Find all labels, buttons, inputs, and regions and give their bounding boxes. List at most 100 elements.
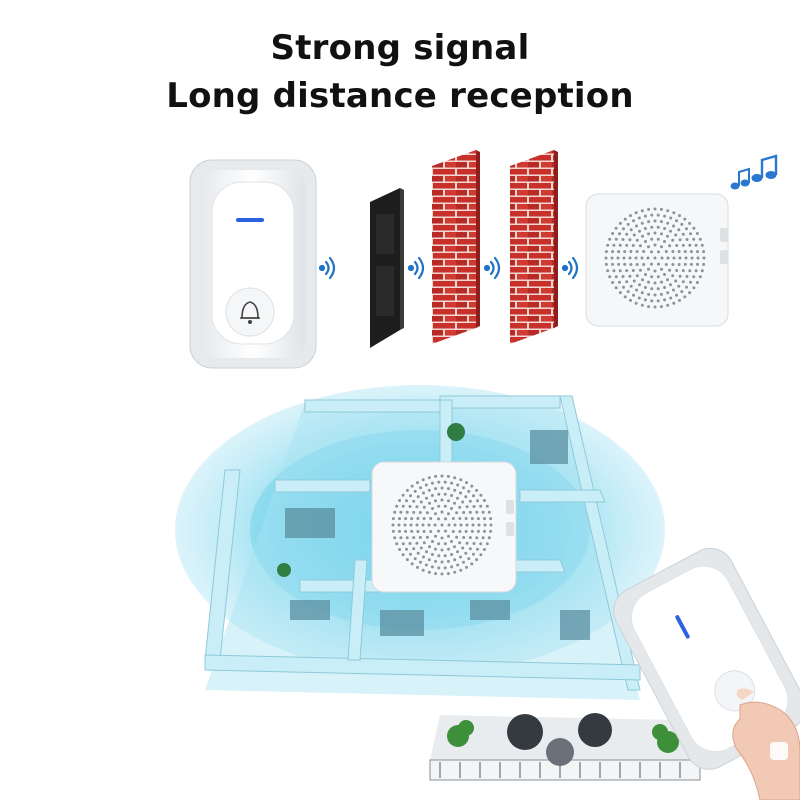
speaker-hole xyxy=(685,227,688,231)
speaker-hole xyxy=(437,504,441,508)
speaker-hole xyxy=(650,299,654,303)
speaker-hole xyxy=(462,511,466,514)
speaker-hole xyxy=(642,263,646,266)
speaker-hole xyxy=(410,517,414,521)
speaker-hole xyxy=(611,250,614,254)
speaker-hole xyxy=(422,505,426,509)
speaker-hole xyxy=(678,238,682,242)
speaker-hole xyxy=(669,296,673,300)
speaker-hole xyxy=(430,481,434,485)
speaker-hole xyxy=(399,510,403,514)
speaker-hole xyxy=(629,284,633,288)
speaker-hole xyxy=(489,523,493,527)
speaker-hole xyxy=(663,227,667,230)
speaker-hole xyxy=(672,288,675,292)
speaker-hole xyxy=(640,256,644,260)
speaker-hole xyxy=(419,500,423,504)
speaker-hole xyxy=(477,523,481,527)
speaker-hole xyxy=(685,275,689,278)
speaker-hole xyxy=(683,295,687,299)
speaker-hole xyxy=(669,216,673,220)
speaker-hole xyxy=(479,493,483,497)
speaker-hole xyxy=(631,244,635,247)
speaker-hole xyxy=(405,558,409,562)
speaker-hole xyxy=(678,298,681,302)
speaker-hole xyxy=(476,517,480,521)
speaker-hole xyxy=(671,263,675,266)
speaker-hole xyxy=(462,486,465,490)
speaker-hole xyxy=(410,562,414,566)
speaker-hole xyxy=(617,262,621,266)
speaker-hole xyxy=(692,275,696,279)
speaker-hole xyxy=(681,269,685,273)
speaker-hole xyxy=(483,517,486,521)
speaker-hole xyxy=(635,274,639,278)
speaker-hole xyxy=(450,540,453,543)
speaker-hole xyxy=(671,250,675,253)
speaker-hole xyxy=(410,529,414,533)
speaker-hole xyxy=(391,529,395,533)
speaker-hole xyxy=(696,262,699,266)
wifi-signal xyxy=(318,256,579,280)
speaker-hole xyxy=(656,275,660,279)
speaker-hole xyxy=(650,287,654,291)
speaker-hole xyxy=(412,547,416,551)
speaker-hole xyxy=(405,488,409,492)
speaker-hole xyxy=(647,280,650,284)
speaker-hole xyxy=(656,237,660,241)
speaker-hole xyxy=(675,244,679,247)
speaker-hole xyxy=(453,523,457,527)
speaker-hole xyxy=(447,534,450,538)
speaker-hole xyxy=(479,553,483,557)
speaker-hole xyxy=(489,529,493,533)
speaker-hole xyxy=(433,523,437,527)
speaker-hole xyxy=(434,572,438,576)
speaker-hole xyxy=(685,285,688,289)
speaker-hole xyxy=(653,256,657,260)
speaker-hole xyxy=(450,553,454,556)
speaker-hole xyxy=(425,496,428,500)
speaker-hole xyxy=(692,286,696,290)
doorbell-receiver xyxy=(371,461,517,593)
speaker-hole xyxy=(678,256,682,260)
balcony xyxy=(429,713,701,781)
speaker-hole xyxy=(447,523,451,527)
speaker-hole xyxy=(413,489,417,493)
doorbell-receiver xyxy=(585,193,729,327)
speaker-hole xyxy=(675,269,679,272)
speaker-hole xyxy=(660,256,664,260)
speaker-hole xyxy=(422,541,426,545)
speaker-hole xyxy=(690,256,694,260)
speaker-hole xyxy=(634,301,638,305)
speaker-hole xyxy=(465,523,469,527)
speaker-hole xyxy=(427,523,431,527)
speaker-hole xyxy=(470,529,474,533)
speaker-hole xyxy=(674,279,678,283)
speaker-hole xyxy=(640,303,644,307)
speaker-hole xyxy=(421,478,425,482)
brick-wall xyxy=(510,150,558,344)
speaker-hole xyxy=(669,229,672,233)
speaker-hole xyxy=(634,211,638,215)
speaker-hole xyxy=(427,570,431,574)
speaker-hole xyxy=(629,298,632,302)
speaker-hole xyxy=(688,269,692,273)
speaker-hole xyxy=(664,263,668,266)
speaker-hole xyxy=(694,269,698,273)
speaker-hole xyxy=(629,263,633,266)
speaker-hole xyxy=(416,530,420,533)
speaker-hole xyxy=(668,268,672,272)
speaker-hole xyxy=(475,536,479,540)
speaker-hole xyxy=(443,492,447,496)
speaker-hole xyxy=(656,299,660,303)
speaker-hole xyxy=(688,291,692,295)
speaker-hole xyxy=(614,286,618,290)
speaker-hole xyxy=(468,510,472,514)
speaker-hole xyxy=(653,269,657,273)
speaker-hole xyxy=(629,228,633,232)
speaker-hole xyxy=(659,305,663,309)
speaker-hole xyxy=(440,572,444,576)
speaker-hole xyxy=(618,291,622,295)
speaker-hole xyxy=(470,562,474,566)
speaker-hole xyxy=(393,536,397,540)
